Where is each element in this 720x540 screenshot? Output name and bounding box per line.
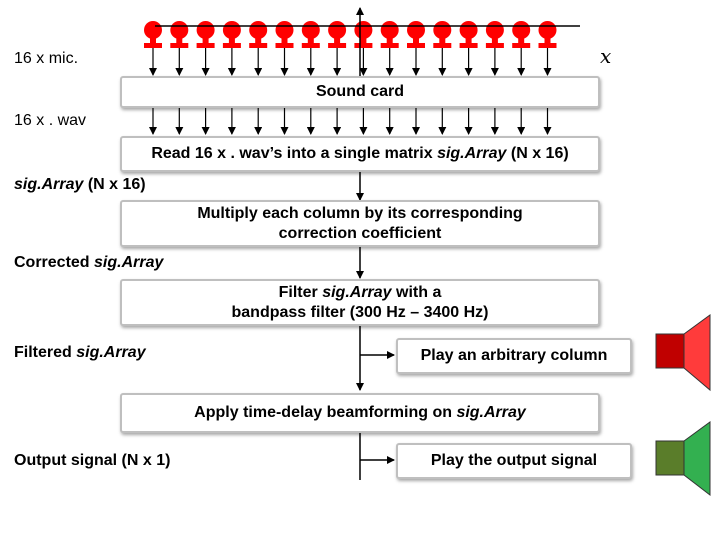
filtered-prefix: Filtered [14, 344, 77, 361]
read-wav-text: Read 16 x . wav’s into a single matrix s… [151, 144, 568, 164]
output-signal-label: Output signal (N x 1) [14, 452, 171, 469]
microphone-icon [301, 21, 320, 48]
multiply-line-1: Multiply each column by its correspondin… [197, 204, 523, 222]
sigarray-label: sig.Array (N x 16) [14, 176, 146, 194]
microphone-icon [459, 21, 478, 48]
play-output-box: Play the output signal [396, 443, 632, 479]
microphone-icon [354, 21, 373, 48]
speaker-red-icon [655, 314, 711, 392]
microphone-icon [485, 21, 504, 48]
corrected-prefix: Corrected [14, 254, 95, 271]
read-wav-dims: (N x 16) [506, 145, 569, 162]
filter-sigarray: sig.Array [322, 283, 392, 301]
microphone-icon [222, 21, 241, 48]
microphone-icon [170, 21, 189, 48]
read-wav-prefix: Read 16 x . wav’s into a single matrix [151, 145, 438, 162]
microphone-icon [275, 21, 294, 48]
sound-card-text: Sound card [315, 83, 404, 100]
corrected-sigarray: sig.Array [94, 254, 164, 271]
beamforming-sigarray: sig.Array [456, 404, 526, 421]
filtered-sigarray: sig.Array [76, 344, 146, 361]
microphone-icon [538, 21, 557, 48]
filter-line-2: bandpass filter (300 Hz – 3400 Hz) [231, 303, 489, 321]
play-column-box: Play an arbitrary column [396, 338, 632, 374]
soundcard-to-read-arrows [149, 106, 552, 135]
play-column-text: Play an arbitrary column [420, 347, 608, 364]
filter-suffix: with a [391, 283, 442, 301]
microphone-icon [249, 21, 268, 48]
speaker-green-icon [655, 421, 711, 497]
microphone-icon [512, 21, 531, 48]
filter-prefix: Filter [278, 283, 323, 301]
multiply-line-2: correction coefficient [278, 224, 442, 242]
microphone-icon [407, 21, 425, 48]
mic-to-soundcard-arrows [149, 48, 552, 76]
microphone-icon [196, 21, 215, 48]
read-wav-box: Read 16 x . wav’s into a single matrix s… [120, 136, 600, 172]
filter-box: Filter sig.Array with a bandpass filter … [120, 279, 600, 326]
sound-card-box: Sound card [120, 76, 600, 108]
read-wav-sigarray: sig.Array [437, 145, 507, 162]
filter-line-1: Filter sig.Array with a [279, 283, 442, 303]
sigarray-name: sig.Array [14, 176, 84, 193]
wav-count-label: 16 x . wav [14, 112, 87, 129]
sigarray-dims: (N x 16) [83, 176, 146, 193]
beamforming-box: Apply time-delay beamforming on sig.Arra… [120, 393, 600, 433]
multiply-box: Multiply each column by its correspondin… [120, 200, 600, 247]
beamforming-text: Apply time-delay beamforming on sig.Arra… [194, 403, 526, 423]
microphone-icon [144, 21, 162, 48]
corrected-label: Corrected sig.Array [14, 254, 163, 272]
microphone-icon [328, 21, 347, 48]
microphone-array [144, 21, 557, 48]
axis-x-label: x [600, 44, 612, 68]
microphone-icon [433, 21, 452, 48]
beamforming-prefix: Apply time-delay beamforming on [194, 404, 457, 421]
play-output-text: Play the output signal [430, 452, 598, 469]
filtered-label: Filtered sig.Array [14, 344, 146, 362]
microphone-icon [380, 21, 399, 48]
mic-count-label: 16 x mic. [14, 50, 79, 67]
